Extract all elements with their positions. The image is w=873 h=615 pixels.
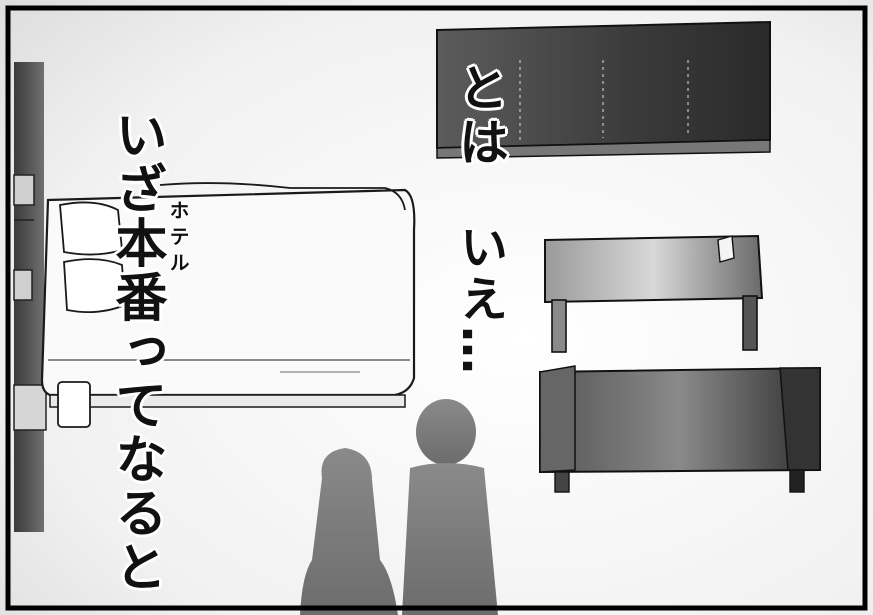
furigana-hotel: ホテル [166,200,190,278]
dialogue-left: いざ本番ってなると [106,108,166,594]
wall-shelf [436,20,771,159]
dialogue-right-bottom: いえ… [451,222,507,378]
coffee-table [544,234,764,353]
dialogue-right-top: とは [451,62,509,170]
wall-panel [13,62,47,532]
bed [40,182,416,428]
sofa [539,365,821,493]
couple-silhouettes [300,399,498,615]
